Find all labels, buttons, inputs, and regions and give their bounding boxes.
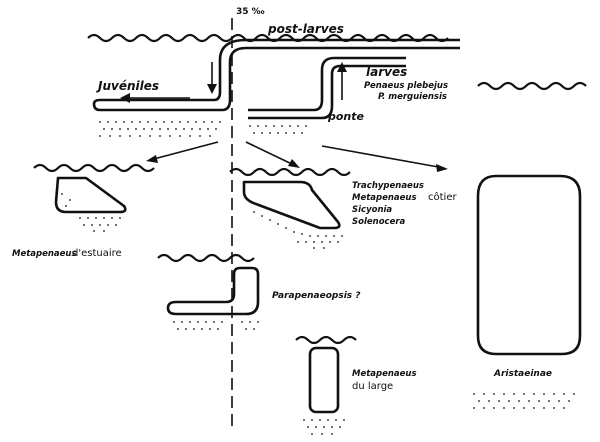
sea-surface-wave-parapenaeopsis [157, 253, 255, 263]
arrow-to-coastal [245, 141, 297, 167]
migration-path-right-outer [248, 56, 406, 112]
post-larvae-label: post-larves [267, 22, 344, 36]
arrow-to-estuary-head [146, 155, 158, 163]
larvae-species-1: Penaeus plebejus [364, 81, 448, 91]
offshore-habitat-shape [308, 346, 340, 414]
sea-surface-wave-offshore [295, 335, 357, 345]
sea-surface-wave-top [87, 33, 449, 43]
aristaeinae-label: Aristaeinae [493, 369, 552, 379]
offshore-suffix-label: du large [352, 381, 393, 392]
sediment-dots-estuary [61, 193, 121, 232]
parapenaeopsis-label: Parapenaeopsis ? [272, 291, 361, 301]
sea-surface-wave-coastal [229, 167, 351, 177]
estuary-suffix-label: d'estuaire [72, 248, 122, 259]
offshore-genus-label: Metapenaeus [352, 369, 417, 379]
coastal-genus-4: Solenocera [352, 217, 406, 227]
larvae-species-2: P. merguiensis [378, 92, 447, 102]
estuary-genus-label: Metapenaeus [12, 249, 77, 259]
down-arrow-head [207, 84, 217, 94]
aristaeinae-habitat-shape [476, 174, 582, 356]
sediment-dots-coastal [253, 211, 343, 249]
estuary-habitat-shape [54, 176, 127, 214]
left-arrow-head [120, 93, 130, 103]
sediment-dots-parapenaeopsis [173, 321, 259, 330]
up-arrow-head [337, 62, 347, 72]
migration-path-right-inner [248, 64, 406, 120]
coastal-genus-3: Sicyonia [352, 205, 392, 215]
spawning-label: ponte [327, 110, 365, 123]
sediment-dots-offshore [303, 419, 345, 435]
coastal-genus-1: Trachypenaeus [352, 181, 424, 191]
coastal-habitat-shape [242, 180, 341, 230]
migration-path-outer [100, 46, 460, 112]
sediment-dots-aristaeinae [473, 393, 575, 409]
salinity-marker-label: 35 ‰ [236, 7, 265, 17]
migration-path-inner [92, 38, 460, 112]
arrow-to-coastal-head [288, 159, 300, 168]
parapenaeopsis-habitat-shape [166, 266, 260, 316]
coastal-suffix-label: côtier [428, 191, 457, 203]
juveniles-label: Juvéniles [96, 79, 159, 93]
arrow-to-offshore-head [436, 164, 448, 172]
arrow-to-offshore [321, 145, 445, 169]
sediment-dots-main [99, 121, 307, 137]
arrow-to-estuary [149, 141, 219, 161]
sea-surface-wave-right [477, 81, 587, 91]
coastal-genus-2: Metapenaeus [352, 193, 417, 203]
larvae-label: larves [366, 65, 407, 79]
sea-surface-wave-estuary [33, 163, 155, 173]
